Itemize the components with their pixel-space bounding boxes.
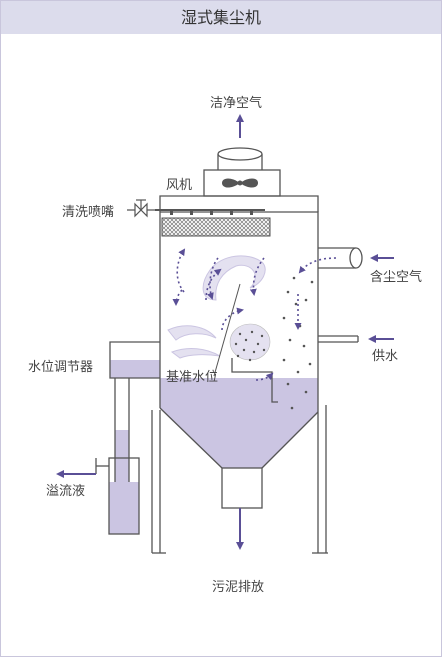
diagram-title: 湿式集尘机 — [180, 8, 261, 27]
flow-arrows — [172, 248, 337, 381]
label-overflow: 溢流液 — [46, 484, 86, 499]
label-sludge-discharge: 污泥排放 — [212, 580, 265, 595]
collector-body — [95, 154, 359, 554]
base-level-pointer — [213, 283, 241, 377]
label-dusty-air: 含尘空气 — [370, 270, 423, 285]
inlet-duct-end — [349, 247, 363, 269]
dust-cloud — [229, 323, 271, 361]
label-spray-nozzle: 清洗喷嘴 — [62, 205, 115, 220]
title-bar — [1, 1, 441, 34]
overflow-water — [109, 482, 139, 534]
label-level-regulator: 水位调节器 — [28, 360, 94, 375]
label-fan: 风机 — [166, 178, 193, 193]
regulator-water — [110, 360, 160, 378]
fan-blade-icon — [222, 178, 258, 188]
hopper-water — [160, 378, 318, 468]
valve-icon — [127, 199, 155, 218]
demister-mesh — [161, 217, 271, 237]
outlet-duct-top — [217, 147, 263, 161]
water-curtain — [167, 255, 266, 359]
label-base-level: 基准水位 — [166, 370, 219, 385]
label-water-supply: 供水 — [372, 349, 399, 364]
label-clean-air: 洁净空气 — [210, 96, 263, 111]
